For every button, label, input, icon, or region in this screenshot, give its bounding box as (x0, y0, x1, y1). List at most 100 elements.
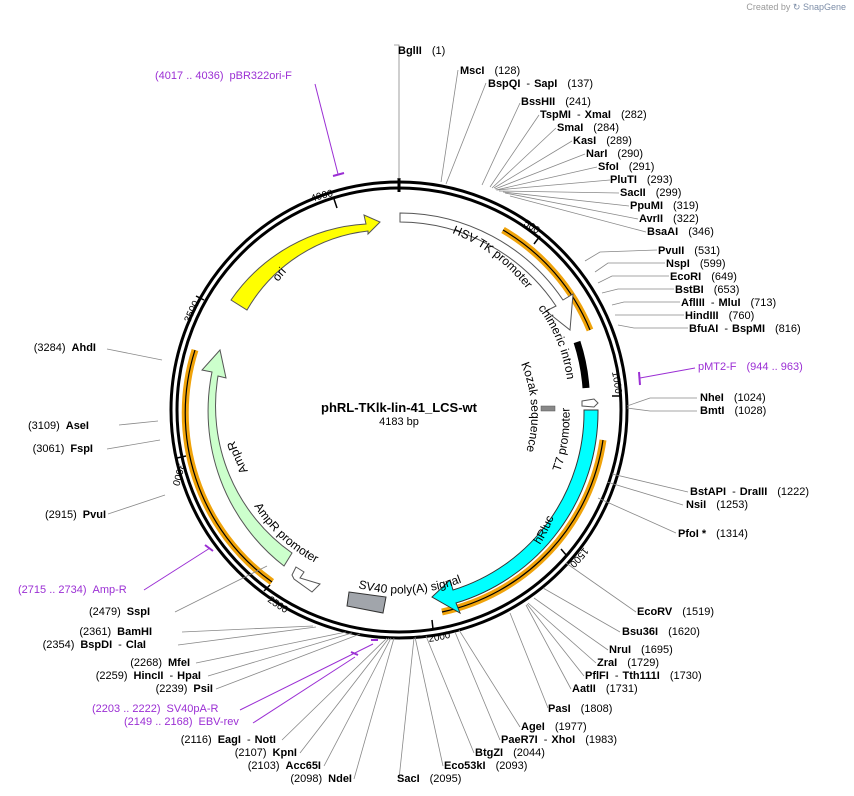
site-label-msci[interactable]: MscI(128) (460, 65, 520, 77)
site-label-pvui[interactable]: (2915)PvuI (45, 509, 106, 521)
site-label-ecori[interactable]: EcoRI(649) (670, 271, 737, 283)
primer-bars (181, 226, 607, 616)
site-label-aatii[interactable]: AatII(1731) (572, 683, 638, 695)
site-label-kasi[interactable]: KasI(289) (573, 135, 632, 147)
site-name: BfuAI (689, 323, 718, 335)
site-label-bfuai[interactable]: BfuAI-BspMI(816) (689, 323, 801, 335)
site-label-zrai[interactable]: ZraI (1729) (597, 657, 659, 669)
site-label-sacii[interactable]: SacII(299) (620, 187, 681, 199)
site-label-bamhi[interactable]: (2361)BamHI (79, 626, 152, 638)
site-label-pfoi[interactable]: PfoI *(1314) (678, 528, 748, 540)
plasmid-name: phRL-TKlk-lin-41_LCS-wt (321, 400, 478, 415)
site-name: NarI (586, 148, 607, 160)
site-label-ecorv[interactable]: EcoRV(1519) (637, 606, 714, 618)
site-separator: - (544, 734, 548, 746)
site-label-avrii[interactable]: AvrII(322) (639, 213, 699, 225)
site-name: PsiI (193, 683, 213, 695)
site-position: (2044) (513, 747, 545, 759)
site-separator: - (711, 297, 715, 309)
sv40-polya-arrow[interactable] (346, 591, 387, 614)
site-position: (2361) (79, 626, 111, 638)
site-name: PaeR7I (501, 734, 538, 746)
ampr-arrow[interactable] (201, 348, 293, 567)
site-label-bsaai[interactable]: BsaAI(346) (647, 226, 714, 238)
site-position: (1253) (716, 499, 748, 511)
site-label-kpni[interactable]: (2107)KpnI (235, 747, 297, 759)
site-name: Bsu36I (622, 626, 658, 638)
site-position: (1620) (668, 626, 700, 638)
primer-amp-r[interactable]: (2715 .. 2734)Amp-R (18, 584, 127, 596)
site-position: (2915) (45, 509, 77, 521)
site-label-pflfi[interactable]: PflFI-Tth111I(1730) (585, 670, 702, 682)
site-label-afliii[interactable]: AflIII-MluI(713) (681, 297, 776, 309)
site-label-paer7i[interactable]: PaeR7I-XhoI(1983) (501, 734, 617, 746)
site-label-eagi[interactable]: (2116)EagI-NotI (181, 734, 276, 746)
site-label-eco53ki[interactable]: Eco53kI(2093) (444, 760, 527, 772)
t7-promoter-label: T7 promoter (550, 407, 573, 473)
site-label-mfei[interactable]: (2268)MfeI (130, 657, 190, 669)
hsv-tk-promoter-arrow[interactable] (399, 212, 574, 331)
site-label-bsshii[interactable]: BssHII(241) (521, 96, 591, 108)
site-label-nsii[interactable]: NsiI (1253) (686, 499, 748, 511)
site-label-acc65i[interactable]: (2103)Acc65I (248, 760, 321, 772)
site-position: (2098) (290, 773, 322, 785)
site-position: (3061) (33, 443, 65, 455)
site-label-saci[interactable]: SacI(2095) (397, 773, 461, 785)
site-label-psii[interactable]: (2239) PsiI (156, 683, 213, 695)
site-label-bstbi[interactable]: BstBI(653) (675, 284, 739, 296)
site-name: Acc65I (286, 760, 321, 772)
site-name: PasI (548, 703, 571, 715)
site-label-pluti[interactable]: PluTI(293) (610, 174, 673, 186)
site-label-bspqi[interactable]: BspQI-SapI(137) (488, 78, 593, 90)
primer-pmt2-f[interactable]: pMT2-F(944 .. 963) (698, 361, 803, 373)
site-label-agei[interactable]: AgeI(1977) (521, 721, 587, 733)
site-label-hincii[interactable]: (2259)HincII-HpaI (96, 670, 201, 682)
hrluc-arrow[interactable] (431, 409, 599, 615)
site-label-ahdi[interactable]: (3284)AhdI (34, 342, 96, 354)
credit-brand: SnapGene (802, 2, 846, 12)
site-label-btgzi[interactable]: BtgZI (2044) (475, 747, 545, 759)
site-label-pvuii[interactable]: PvuII(531) (658, 245, 720, 257)
chimeric-intron-bar[interactable] (573, 340, 590, 389)
site-name: NsiI (686, 499, 706, 511)
ampr-promoter-arrow[interactable] (291, 566, 321, 593)
site-label-fspi[interactable]: (3061)FspI (33, 443, 93, 455)
site-label-bglii[interactable]: BglII(1) (398, 45, 445, 57)
site-separator: - (724, 323, 728, 335)
site-label-bmti[interactable]: BmtI(1028) (700, 405, 766, 417)
site-label-sspi[interactable]: (2479)SspI (89, 606, 150, 618)
site-label-nhei[interactable]: NheI(1024) (700, 392, 766, 404)
credit-prefix: Created by (746, 2, 791, 12)
site-label-nrui[interactable]: NruI(1695) (609, 644, 673, 656)
site-position: (649) (711, 271, 737, 283)
site-label-bstapi[interactable]: BstAPI-DraIII(1222) (690, 486, 809, 498)
site-label-nspi[interactable]: NspI(599) (666, 258, 726, 270)
site-label-hindiii[interactable]: HindIII(760) (685, 310, 754, 322)
site-position: (2095) (430, 773, 462, 785)
site-name: ZraI (597, 657, 617, 669)
primer-pbr322ori-f[interactable]: (4017 .. 4036)pBR322ori-F (155, 70, 292, 82)
right-site-labels: BglII(1) MscI(128)BspQI-SapI(137) BssHII(2… (397, 45, 809, 785)
kozak-sequence-bar[interactable] (540, 405, 556, 412)
site-position: (241) (565, 96, 591, 108)
site-label-bspdi[interactable]: (2354)BspDI-ClaI (43, 639, 146, 651)
site-label-pasi[interactable]: PasI(1808) (548, 703, 612, 715)
site-label-asei[interactable]: (3109)AseI (28, 420, 89, 432)
t7-promoter-arrow[interactable] (581, 398, 599, 408)
site-label-bsu36i[interactable]: Bsu36I (1620) (622, 626, 700, 638)
site-position: (2239) (156, 683, 188, 695)
site-position: (137) (567, 78, 593, 90)
site-label-sfoi[interactable]: SfoI(291) (598, 161, 654, 173)
site-label-ppumi[interactable]: PpuMI(319) (630, 200, 699, 212)
site-name: BglII (398, 45, 422, 57)
primer-ebv-rev[interactable]: (2149 .. 2168)EBV-rev (124, 716, 239, 728)
site-label-ndei[interactable]: (2098)NdeI (290, 773, 352, 785)
site-position: (1729) (627, 657, 659, 669)
primer-sv40pa-r[interactable]: (2203 .. 2222)SV40pA-R (92, 703, 219, 715)
site-label-smai[interactable]: SmaI(284) (557, 122, 619, 134)
ori-arrow[interactable] (230, 214, 381, 311)
site-label-nari[interactable]: NarI(290) (586, 148, 643, 160)
site-label-tspmi[interactable]: TspMI-XmaI(282) (540, 109, 647, 121)
site-name: BtgZI (475, 747, 503, 759)
site-name: NruI (609, 644, 631, 656)
